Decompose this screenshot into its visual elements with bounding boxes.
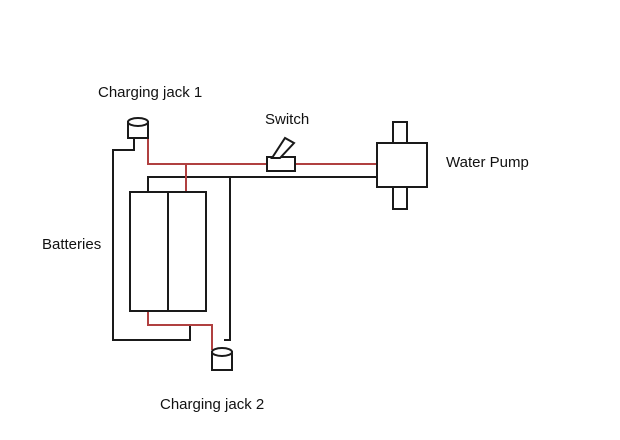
wire-red-jack-1-to-switch (147, 137, 268, 165)
label-charging-jack-2: Charging jack 2 (160, 396, 264, 413)
label-switch: Switch (265, 111, 309, 128)
black-wires (112, 137, 377, 341)
pump-inlet (392, 121, 408, 144)
batteries (129, 191, 207, 312)
wire-black-jack-1-loop (112, 137, 191, 341)
battery-cell-left (129, 191, 169, 312)
charging-jack-1 (127, 117, 149, 139)
label-batteries: Batteries (42, 236, 101, 253)
pump-outlet (392, 185, 408, 210)
pump-body (376, 142, 428, 188)
water-pump (376, 121, 428, 210)
battery-cell-right (167, 191, 207, 312)
wire-black-battery-to-pump (147, 176, 377, 192)
charging-jack-2 (211, 347, 233, 371)
label-water-pump: Water Pump (446, 154, 529, 171)
wire-black-bus-to-jack-2 (224, 177, 231, 341)
red-wires (147, 137, 377, 350)
toggle-switch (266, 136, 296, 172)
wire-red-battery-to-jack-2 (147, 311, 213, 350)
label-charging-jack-1: Charging jack 1 (98, 84, 202, 101)
